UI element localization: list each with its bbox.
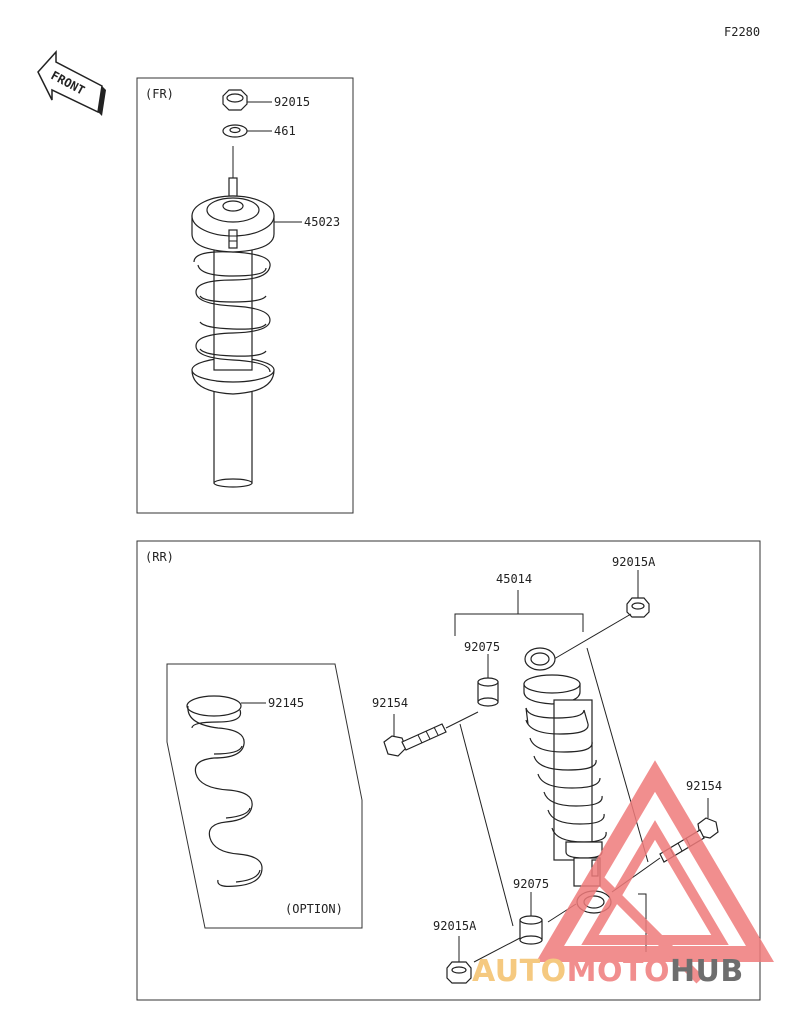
watermark: AUTOMOTOHUB	[472, 760, 775, 989]
rr-collar-top	[477, 677, 499, 707]
fr-title: (FR)	[145, 87, 174, 101]
watermark-text: AUTOMOTOHUB	[472, 954, 744, 989]
fr-nut-92015	[222, 89, 248, 111]
rr-callout-bolt-right: 92154	[686, 779, 722, 793]
rr-callout-nut-top: 92015A	[612, 555, 656, 569]
rr-callout-shock: 45014	[496, 572, 532, 586]
watermark-moto: MOTO	[567, 954, 670, 989]
option-frame	[166, 663, 363, 929]
rr-callout-collar-bottom: 92075	[513, 877, 549, 891]
rr-nut-bottom	[446, 961, 472, 984]
rr-spring-92145	[186, 695, 263, 887]
fr-washer-461	[222, 124, 248, 138]
rr-frame	[136, 540, 761, 1001]
fr-section: (FR) 92015 461	[136, 77, 354, 514]
triangle-logo-icon	[535, 760, 775, 984]
fr-shock-45023	[191, 177, 275, 488]
rr-callout-spring: 92145	[268, 696, 304, 710]
watermark-auto: AUTO	[472, 954, 567, 989]
rr-collar-bottom	[519, 915, 543, 945]
option-label: (OPTION)	[285, 902, 343, 916]
rr-nut-top	[626, 597, 650, 618]
fr-callout-shock: 45023	[304, 215, 340, 229]
rr-callout-collar-top: 92075	[464, 640, 500, 654]
rr-callout-bolt-left: 92154	[372, 696, 408, 710]
rr-title: (RR)	[145, 550, 174, 564]
fr-frame	[136, 77, 354, 514]
rr-callout-nut-bottom: 92015A	[433, 919, 477, 933]
watermark-hub: HUB	[670, 954, 744, 989]
front-arrow-icon: FRONT	[37, 50, 106, 116]
rr-bolt-left	[383, 723, 447, 757]
figure-code: F2280	[724, 25, 760, 39]
fr-callout-nut: 92015	[274, 95, 310, 109]
fr-callout-washer: 461	[274, 124, 296, 138]
rr-section: (RR) (OPTION) 92145 45014 92015A	[136, 540, 761, 1001]
